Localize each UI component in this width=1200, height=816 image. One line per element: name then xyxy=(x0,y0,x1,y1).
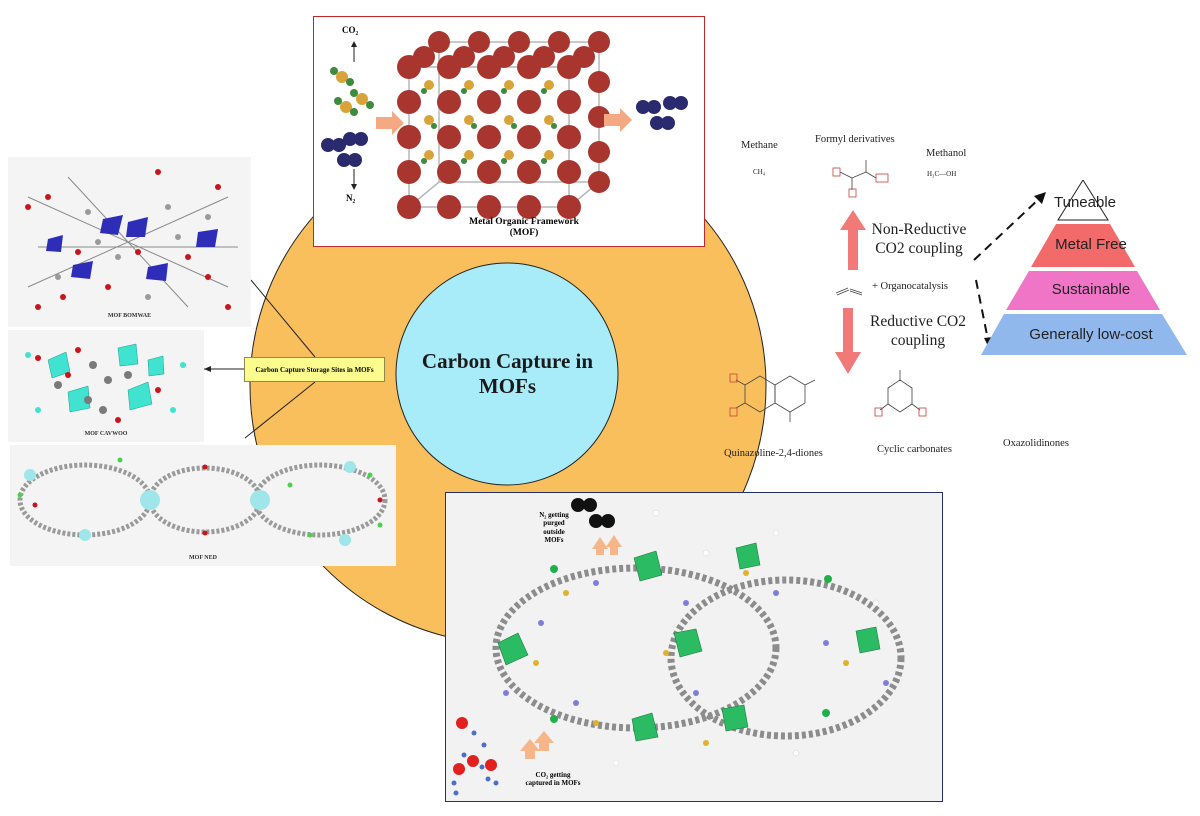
co2-captured-label: CO₂ getting captured in MOFs xyxy=(525,771,581,788)
formyl-structure xyxy=(832,160,889,198)
quinazoline-structure xyxy=(729,373,816,422)
co2-molecules xyxy=(330,67,374,116)
pyramid-tier-sustainable xyxy=(1006,271,1160,310)
mof-ned-caption: MOF NED xyxy=(189,555,217,561)
features-pyramid xyxy=(981,180,1187,355)
pyramid-label-low-cost: Generally low-cost xyxy=(1029,325,1153,343)
connector-line-top xyxy=(250,279,316,358)
oxazolidinones-label: Oxazolidinones xyxy=(1003,438,1069,449)
pyramid-label-sustainable: Sustainable xyxy=(1051,280,1131,298)
pyramid-label-tuneable: Tuneable xyxy=(1054,193,1116,211)
reaction-scheme xyxy=(729,160,927,422)
pyramid-tier-tuneable xyxy=(1057,180,1109,221)
organocatalysis-label: + Organocatalysis xyxy=(872,281,949,292)
methane-label: Methane xyxy=(741,140,778,151)
metal-nodes xyxy=(397,31,610,219)
co2-capture-panel: N₂ getting purged outside MOFs CO₂ getti… xyxy=(445,492,943,802)
connector-arrowhead-middle xyxy=(204,366,211,372)
pyramid-tier-low-cost xyxy=(981,314,1187,355)
pyramid-label-metal-free: Metal Free xyxy=(1055,235,1127,253)
mof-bomwae-structure xyxy=(25,169,238,310)
methanol-formula: H₃C—OH xyxy=(927,170,957,178)
non-reductive-arrow xyxy=(840,210,866,270)
n2-out-molecules xyxy=(636,96,688,130)
n2-purged-molecules xyxy=(571,498,615,528)
mof-bomwae-caption: MOF BOMWAE xyxy=(107,313,152,319)
storage-sites-label: Carbon Capture Storage Sites in MOFs xyxy=(244,357,385,382)
pyramid-tier-metal-free xyxy=(1031,224,1135,267)
mof-cavwoo-panel: MOF CAVWOO xyxy=(8,330,204,442)
center-cyan-circle xyxy=(395,262,619,486)
cyclic-carbonates-label: Cyclic carbonates xyxy=(877,444,952,455)
connector-line-bottom xyxy=(244,381,316,439)
non-reductive-label: Non-Reductive CO2 coupling xyxy=(871,221,967,258)
mof-ned-panel: MOF NED xyxy=(10,445,396,566)
captured-co2-inside xyxy=(421,80,557,164)
co2-capture-molecules xyxy=(451,717,499,796)
co2-structure xyxy=(835,287,863,296)
mof-framework-illustration xyxy=(321,31,688,219)
methane-formula: CH₄ xyxy=(753,168,766,176)
methanol-label: Methanol xyxy=(926,148,967,159)
reductive-arrow xyxy=(835,308,861,374)
n2-molecules xyxy=(321,132,368,167)
mof-cavwoo-caption: MOF CAVWOO xyxy=(84,431,128,437)
co2-label: CO₂ xyxy=(342,25,359,35)
reductive-label: Reductive CO2 coupling xyxy=(870,313,966,350)
mof-ned-structure xyxy=(17,457,388,546)
mof-caption: Metal Organic Framework (MOF) xyxy=(469,217,579,239)
n2-purged-label: N₂ getting purged outside MOFs xyxy=(539,511,569,545)
quinazoline-label: Quinazoline-2,4-diones xyxy=(724,448,823,459)
mof-cavwoo-structure xyxy=(25,343,186,423)
center-title: Carbon Capture in MOFs xyxy=(421,348,594,398)
mof-bomwae-panel: MOF BOMWAE xyxy=(8,157,251,327)
n2-label: N₂ xyxy=(346,193,356,203)
co2-capture-structure xyxy=(451,498,905,796)
cyclic-carbonate-structure xyxy=(874,370,927,417)
mof-framework-panel: CO₂ N₂ Metal Organic Framework (MOF) xyxy=(313,16,705,247)
formyl-label: Formyl derivatives xyxy=(815,134,895,145)
